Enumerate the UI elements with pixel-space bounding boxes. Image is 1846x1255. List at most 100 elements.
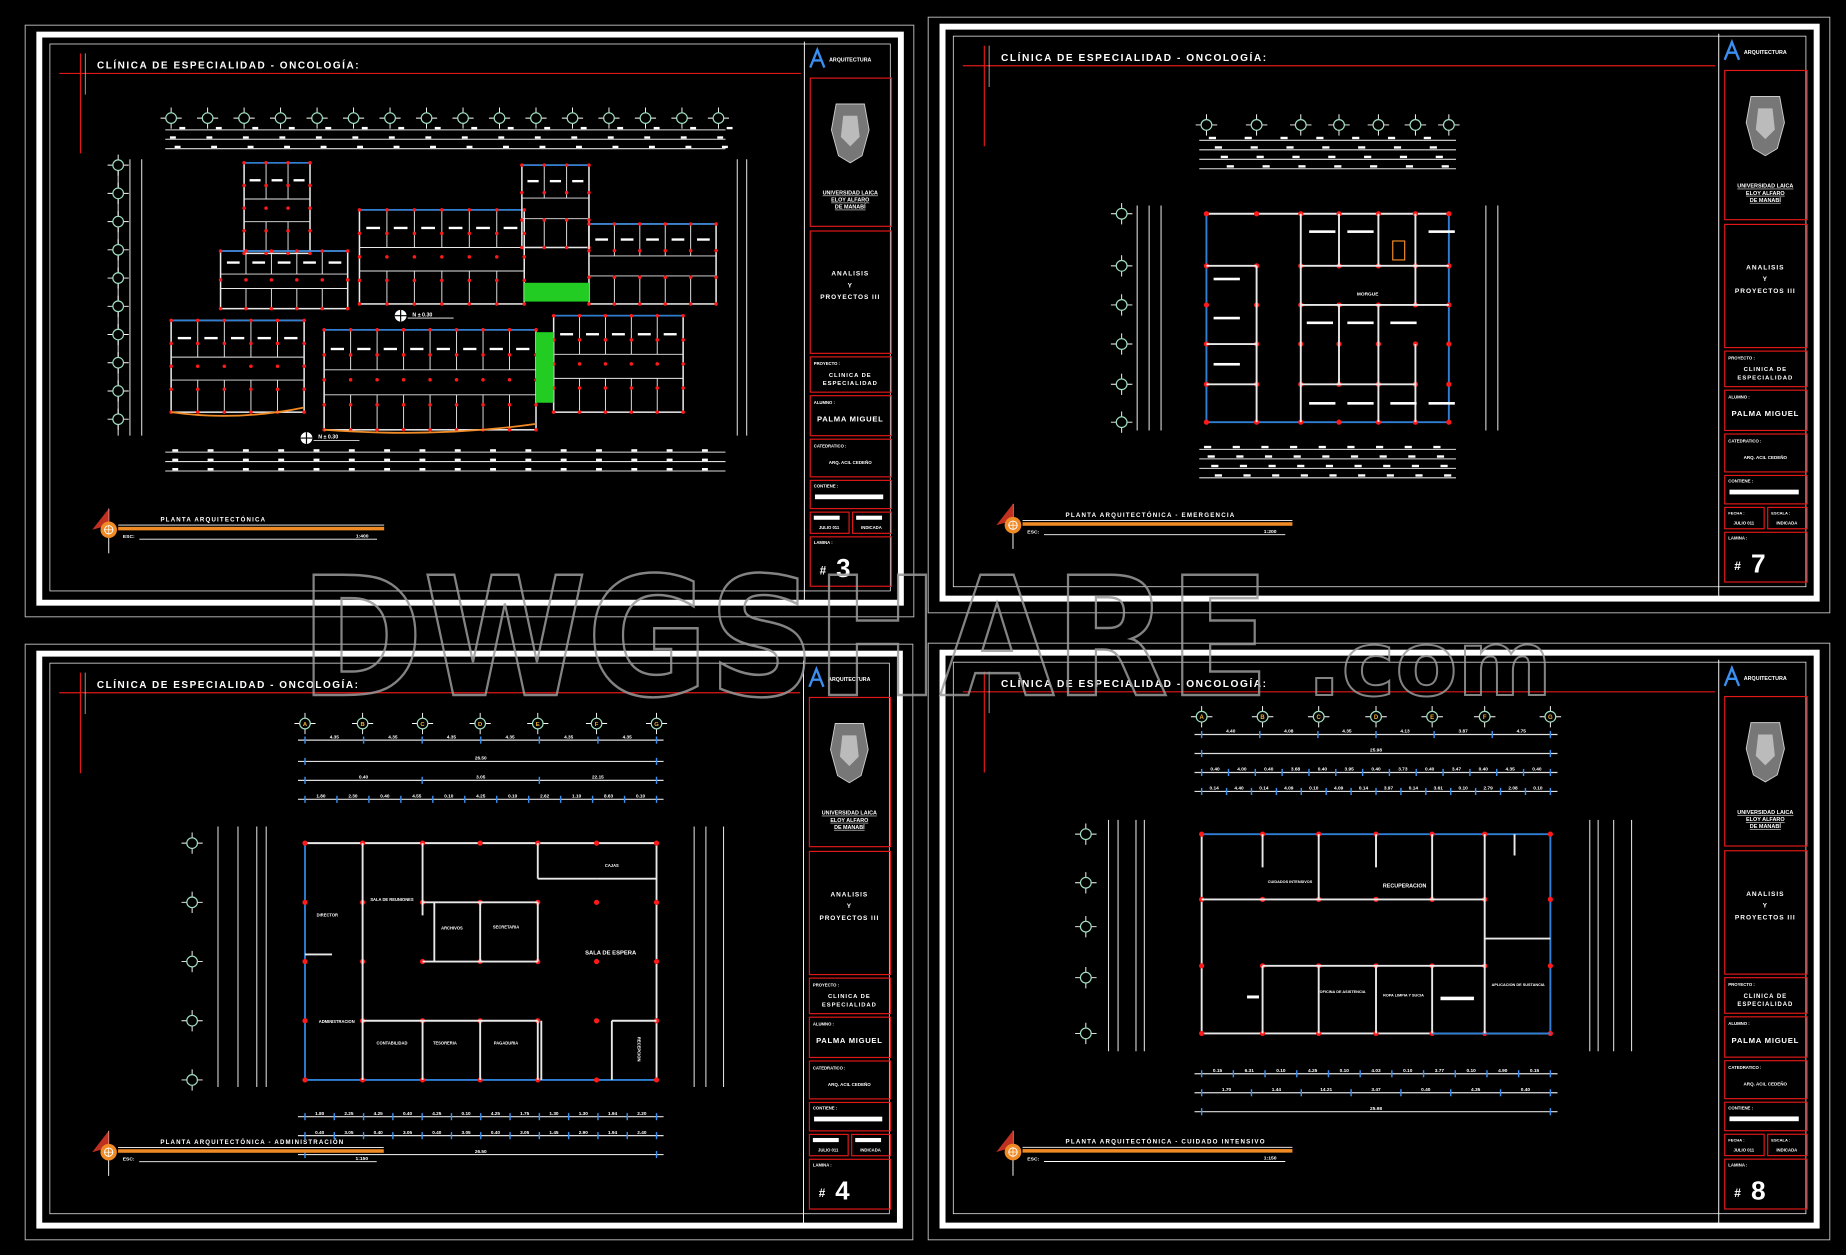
building-block [588,223,717,305]
column [401,378,406,382]
university-name: ELOY ALFARO [831,198,869,204]
dimension-value [348,449,355,452]
scale-value: 1:400 [356,533,369,539]
dimension-value: 3.05 [462,1130,472,1135]
column [507,378,512,382]
column [295,306,299,311]
dimension-value [721,145,728,149]
dimension-value: 3.05 [403,1130,413,1135]
dimension-value [1387,136,1396,140]
dimension-value: 0.40 [315,1130,325,1135]
column [275,387,280,391]
dimension-value [1322,455,1330,458]
column [564,190,569,195]
dimension-value: 0.40 [359,775,369,780]
axis-bubble [420,112,433,124]
dimension-value [454,449,461,452]
course-box [809,230,893,354]
column [688,222,693,226]
date-box [1724,506,1765,530]
university-seal-icon [1755,108,1775,140]
dimension-value [352,136,359,139]
column [264,183,268,188]
dimension-value [1256,155,1264,159]
dimension-value: 1.94 [608,1130,618,1135]
dimension-value: 3.05 [520,1130,530,1135]
dimension-value [631,449,638,452]
scale-box-value: INDICADA [1776,521,1797,526]
brand-label: ARQUITECTURA [1744,50,1787,56]
axis-bubble [112,159,125,172]
column [440,278,444,283]
sheet-title: CLÍNICA DE ESPECIALIDAD - ONCOLOGÍA: [97,59,360,72]
room-label [366,226,381,230]
dimension-value: 0.15 [1530,1068,1540,1074]
room-label: CUIDADOS INTENSIVOS [1268,880,1313,884]
dimension-value [278,468,285,471]
room-label [421,226,435,230]
column [507,353,512,357]
column [286,183,290,188]
column [1482,831,1488,837]
dimension-value [1440,464,1448,468]
column [714,302,718,306]
drawing-caption: PLANTA ARQUITECTÓNICA - CUIDADO INTENSIV… [1066,1138,1266,1146]
dimension-value: 25.98 [1370,1106,1382,1112]
dimension-value: 3.87 [1459,729,1469,735]
date-label: FECHA : [1728,511,1744,516]
arquitectura-logo-icon [1723,664,1741,687]
column [302,1018,308,1024]
dimension-value [357,145,363,149]
column [629,386,634,390]
column [320,278,325,282]
dimension-value [596,458,602,461]
dimension-value [1364,155,1372,159]
dimension-value [278,458,285,461]
course-name: ANALISIS [1746,891,1784,898]
dimension-value: 0.40 [1264,767,1274,773]
column [1446,419,1452,425]
room-label [226,261,240,264]
floor-plan: MORGUE [1110,114,1499,479]
axis-label: C [420,722,425,728]
dimension-value [1226,165,1234,168]
column [454,378,459,382]
column [440,302,444,306]
column [375,428,379,432]
dimension-value: 4.90 [1498,1068,1508,1074]
course-name: ANALISIS [831,271,869,278]
dimension-value: 1.80 [316,794,326,799]
axis-bubble [1115,378,1128,391]
column [286,228,290,233]
column [302,410,306,414]
dimension-value [288,126,295,130]
drawing-caption: PLANTA ARQUITECTÓNICA [161,516,267,524]
dimension-value [490,449,496,452]
column [522,231,526,236]
dimension-value: 2.20 [637,1111,647,1116]
axis-label: A [303,722,308,728]
level-mark: N ± 0.30 [318,435,338,441]
building-block [552,314,684,413]
dimension-value: 4.35 [1505,767,1515,773]
project-name: CLINICA DE [829,373,872,379]
column [681,338,685,342]
axis-bubble [531,717,544,730]
dimension-value [1423,136,1431,140]
column [1203,302,1210,308]
dimension-value: 0.40 [403,1111,413,1116]
dimension-value [1262,165,1270,168]
axis-bubble [1312,710,1325,723]
dimension-value [279,136,286,139]
scale-label-bar [855,1137,882,1143]
teacher-label: CATEDRATICO : [814,443,847,448]
dimension-value [1204,445,1212,449]
axis-bubble [299,717,311,730]
dimension-value [544,126,551,130]
axis-bubble [1115,259,1128,272]
column [275,318,280,323]
column [714,275,718,280]
dimension-value [1264,455,1273,458]
dimension-value [596,449,602,452]
